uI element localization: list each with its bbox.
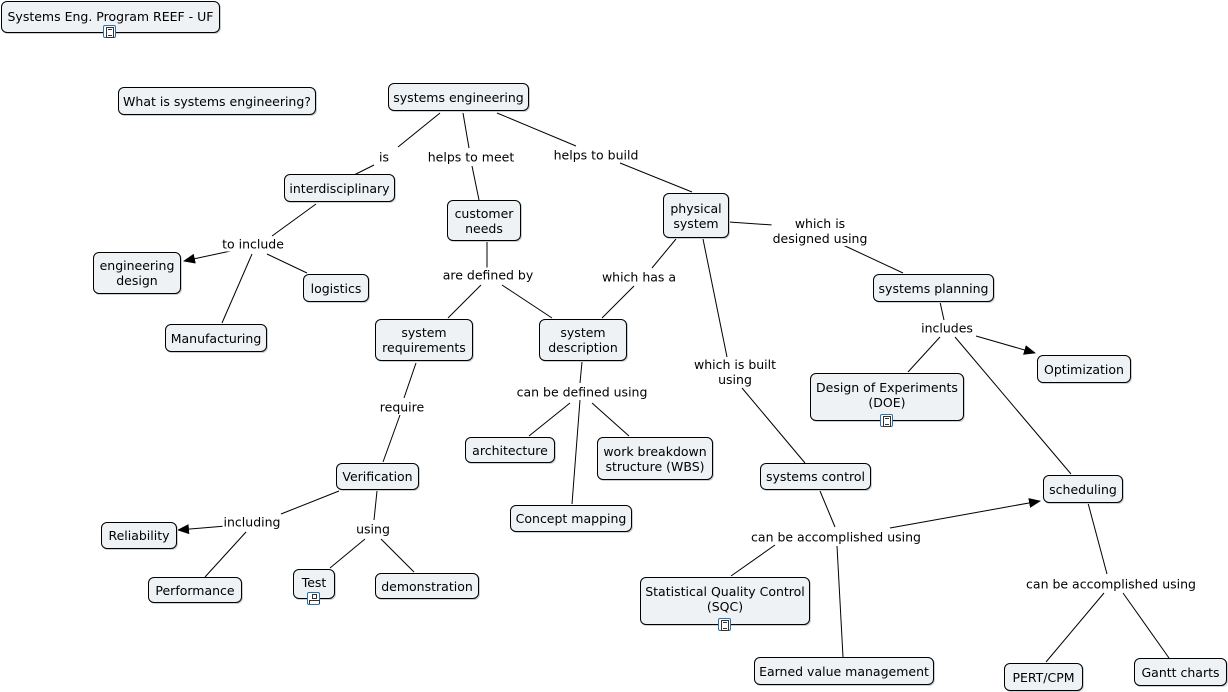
concept-map-icon[interactable] — [307, 592, 320, 605]
concept-physical-system[interactable]: physical system — [663, 193, 729, 238]
concept-system-description[interactable]: system description — [539, 319, 627, 361]
map-title-node[interactable]: Systems Eng. Program REEF - UF — [1, 1, 220, 33]
concept-systems-control[interactable]: systems control — [760, 463, 871, 490]
concept-logistics[interactable]: logistics — [303, 274, 369, 302]
link-label-is: is — [378, 149, 390, 165]
concept-architecture[interactable]: architecture — [465, 437, 555, 463]
concept-optimization[interactable]: Optimization — [1037, 355, 1131, 383]
link-label-are-defined-by: are defined by — [441, 267, 535, 283]
concept-earned-value-management[interactable]: Earned value management — [754, 657, 934, 685]
document-icon[interactable] — [718, 618, 731, 631]
link-label-helps-to-meet: helps to meet — [426, 149, 516, 165]
link-label-using: using — [355, 521, 391, 537]
link-label-which-is-built-using: which is built using — [692, 357, 778, 387]
concept-interdisciplinary[interactable]: interdisciplinary — [284, 174, 395, 202]
link-label-including: including — [222, 514, 282, 530]
concept-doe[interactable]: Design of Experiments (DOE) — [810, 373, 964, 421]
concept-customer-needs[interactable]: customer needs — [447, 200, 521, 241]
concept-pert-cpm[interactable]: PERT/CPM — [1004, 663, 1083, 691]
concept-performance[interactable]: Performance — [148, 577, 242, 603]
concept-systems-planning[interactable]: systems planning — [873, 274, 994, 302]
link-label-to-include: to include — [221, 236, 285, 252]
concept-test[interactable]: Test — [293, 569, 335, 599]
concept-systems-engineering[interactable]: systems engineering — [388, 83, 529, 111]
link-label-can-be-defined-using: can be defined using — [515, 384, 649, 400]
concept-reliability[interactable]: Reliability — [101, 522, 177, 549]
document-icon[interactable] — [103, 25, 116, 38]
document-icon[interactable] — [880, 414, 893, 427]
concept-gantt-charts[interactable]: Gantt charts — [1134, 658, 1227, 686]
question-node[interactable]: What is systems engineering? — [118, 87, 316, 115]
map-title: Systems Eng. Program REEF - UF — [7, 9, 214, 24]
concept-demonstration[interactable]: demonstration — [375, 573, 479, 599]
link-label-can-be-accomplished-using: can be accomplished using — [1025, 576, 1197, 592]
concept-wbs[interactable]: work breakdown structure (WBS) — [597, 437, 713, 480]
concept-concept-mapping[interactable]: Concept mapping — [510, 505, 632, 532]
link-label-which-is-designed-using: which is designed using — [771, 216, 869, 246]
link-label-helps-to-build: helps to build — [552, 147, 640, 163]
concept-system-requirements[interactable]: system requirements — [375, 319, 473, 361]
link-label-require: require — [378, 399, 426, 415]
concept-verification[interactable]: Verification — [336, 463, 419, 490]
link-label-which-has-a: which has a — [600, 269, 678, 285]
concept-sqc[interactable]: Statistical Quality Control (SQC) — [640, 577, 810, 625]
concept-scheduling[interactable]: scheduling — [1043, 475, 1123, 503]
concept-engineering-design[interactable]: engineering design — [93, 252, 181, 294]
link-label-can-be-accomplished-using: can be accomplished using — [750, 529, 922, 545]
link-label-includes: includes — [920, 320, 974, 336]
concept-manufacturing[interactable]: Manufacturing — [165, 324, 267, 352]
